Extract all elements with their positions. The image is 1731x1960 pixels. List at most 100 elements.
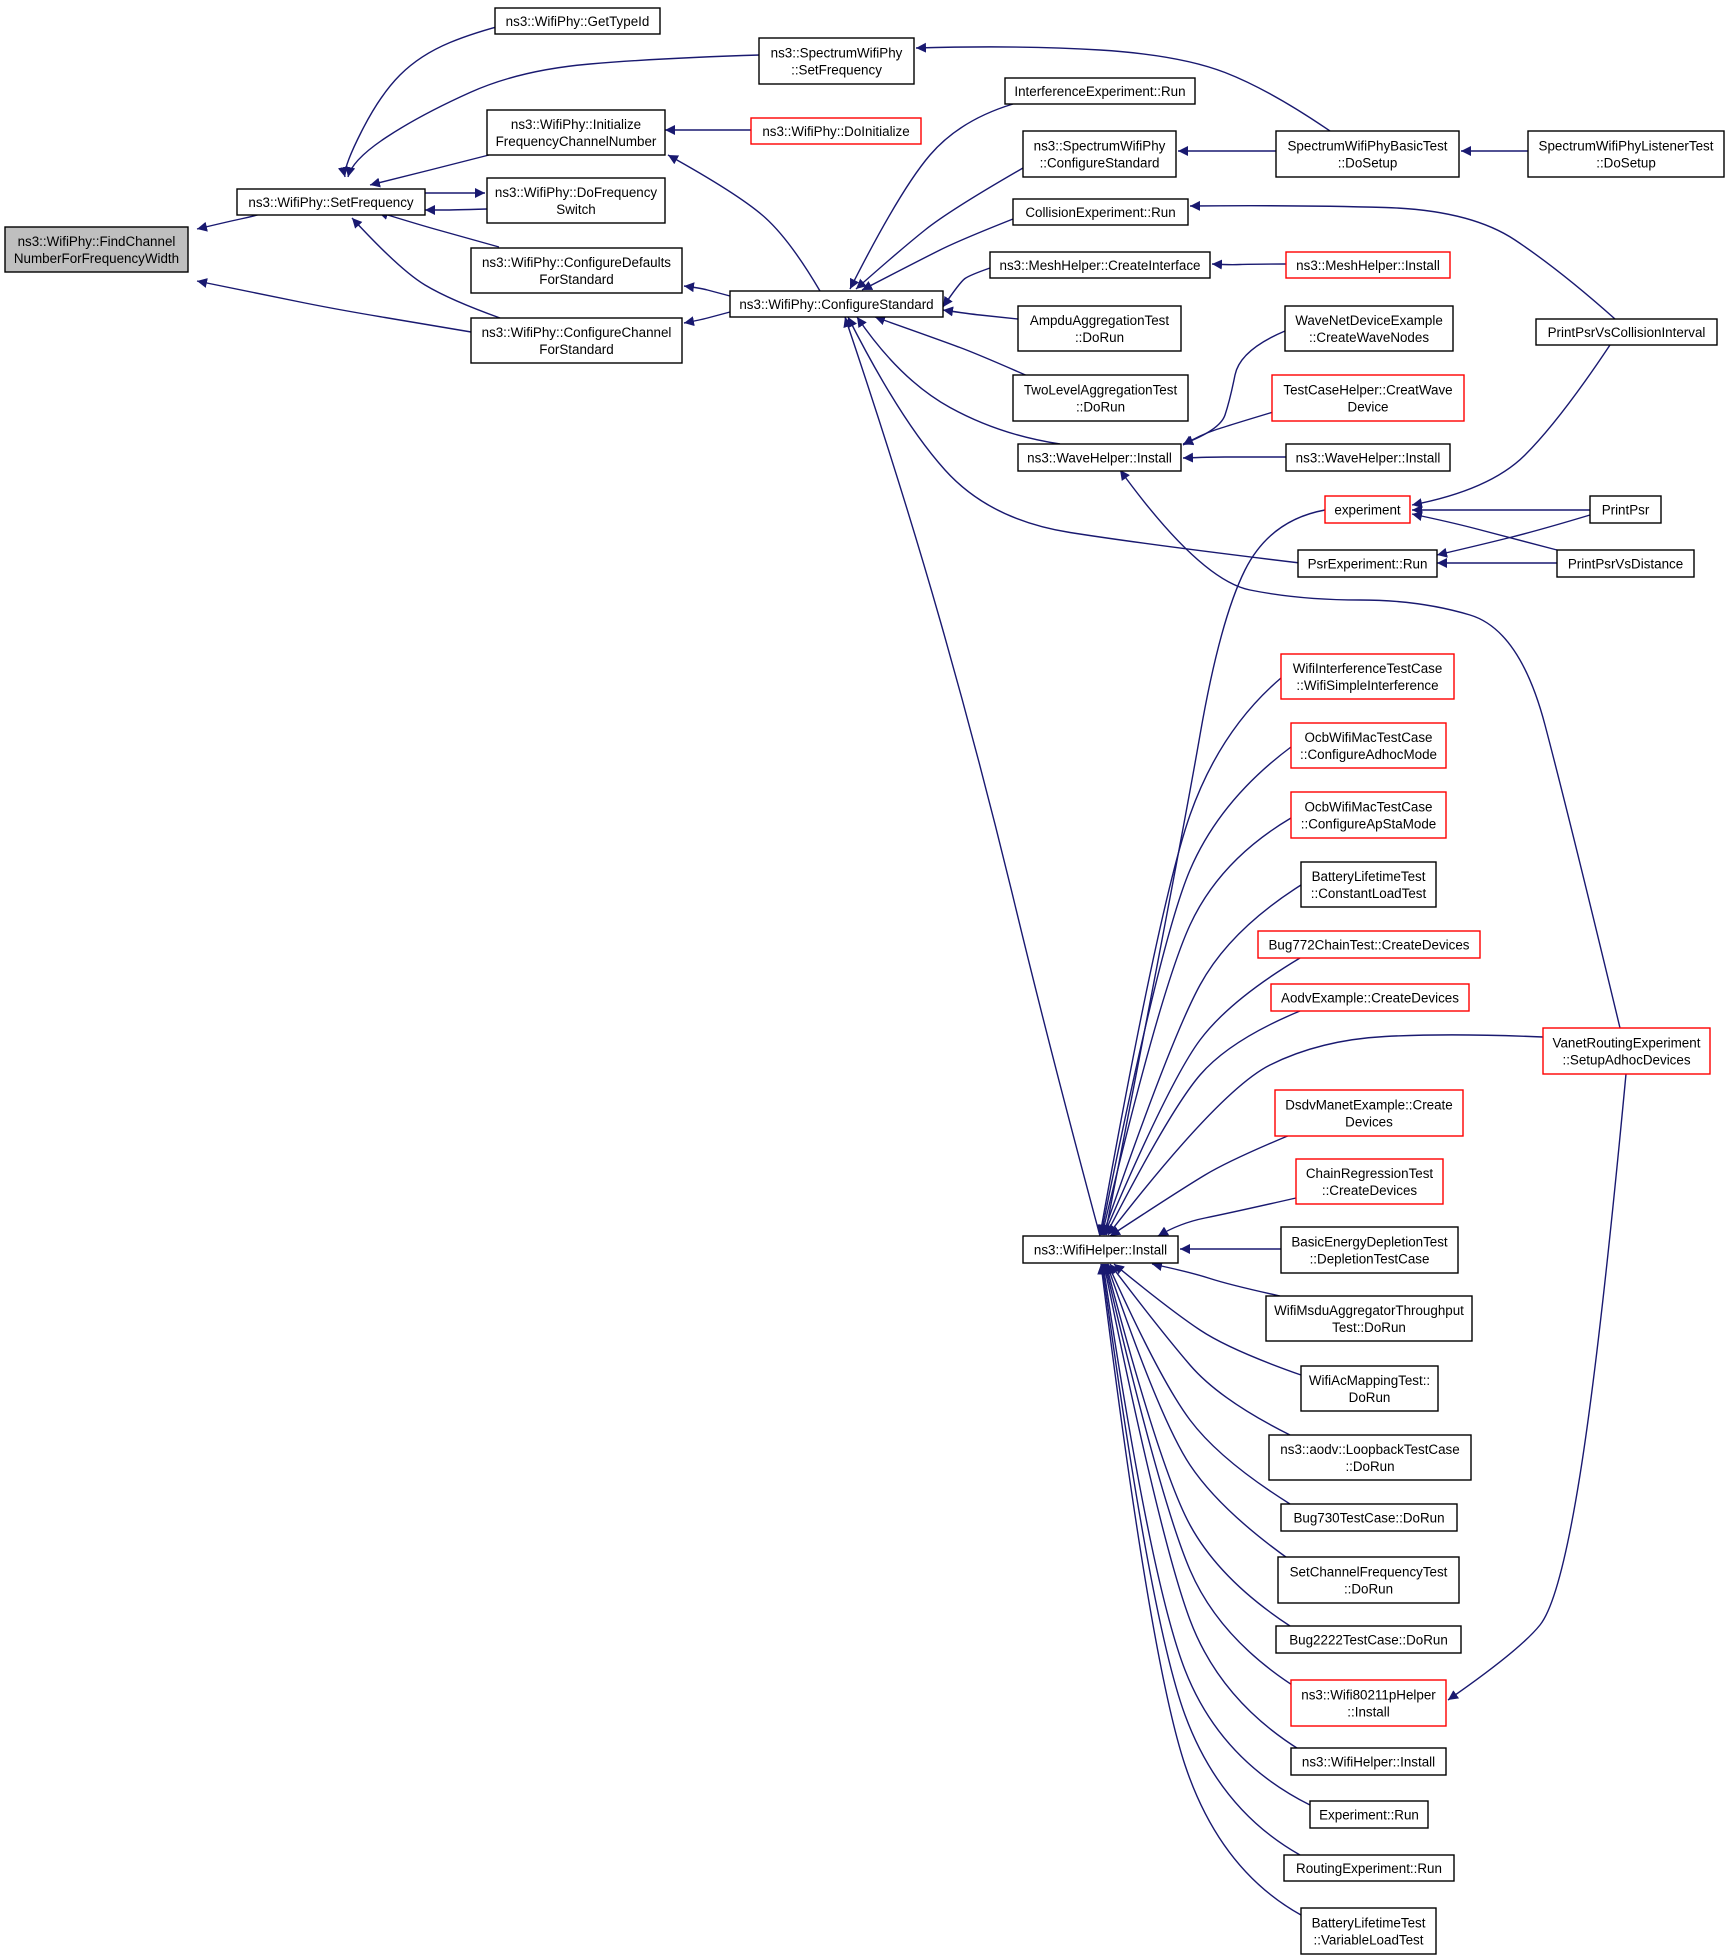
node-get-type-id[interactable]: ns3::WifiPhy::GetTypeId [494,7,661,35]
call-edge-ac_mapping-to-wifi_helper_install [1113,1263,1302,1376]
node-do-initialize[interactable]: ns3::WifiPhy::DoInitialize [750,117,922,145]
node-wifi-interference-test[interactable]: WifiInterferenceTestCase::WifiSimpleInte… [1280,653,1455,700]
node-label: ChainRegressionTest [1306,1166,1434,1181]
node-label: ::DoRun [1075,330,1124,345]
node-box [1290,1679,1447,1727]
node-collision-run[interactable]: CollisionExperiment::Run [1012,198,1189,226]
node-wifi80211p[interactable]: ns3::Wifi80211pHelper::Install [1290,1679,1447,1727]
call-edge-mesh_create_interface-to-configure_standard [942,267,991,308]
node-spectrum-set-frequency[interactable]: ns3::SpectrumWifiPhy::SetFrequency [758,37,915,85]
call-edge-initialize_freq-to-set_frequency [369,154,490,188]
call-edge-print_psr-to-psr_run [1436,514,1591,558]
node-experiment-run[interactable]: Experiment::Run [1309,1800,1429,1829]
call-edge-wave_helper_install2-to-wave_helper_install [1182,452,1287,463]
node-wifi-helper-install[interactable]: ns3::WifiHelper::Install [1022,1235,1179,1264]
node-label: RoutingExperiment::Run [1296,1861,1442,1876]
node-label: ns3::WifiPhy::DoFrequency [495,185,658,200]
node-box [1274,1089,1464,1137]
node-ocb-apsta[interactable]: OcbWifiMacTestCase::ConfigureApStaMode [1290,791,1447,839]
call-edge-test_case_helper-to-wave_helper_install [1182,409,1281,446]
node-box [1257,930,1481,959]
node-box [989,251,1211,279]
node-battery-constant[interactable]: BatteryLifetimeTest::ConstantLoadTest [1300,861,1437,908]
node-label: ::CreateDevices [1322,1183,1418,1198]
node-label: WaveNetDeviceExample [1295,313,1443,328]
node-print-psr-vs-distance[interactable]: PrintPsrVsDistance [1556,549,1695,578]
call-edge-spectrum_set_frequency-to-set_frequency [345,54,761,178]
node-psr-run[interactable]: PsrExperiment::Run [1297,549,1438,578]
call-edge-wave_net_device-to-wave_helper_install [1182,330,1286,446]
node-box [1309,1800,1429,1829]
node-box [1017,443,1182,472]
node-label: ns3::MeshHelper::CreateInterface [1000,258,1201,273]
node-aodv-example[interactable]: AodvExample::CreateDevices [1270,983,1470,1012]
node-basic-energy[interactable]: BasicEnergyDepletionTest::DepletionTestC… [1280,1226,1459,1274]
node-print-psr-vs-collision[interactable]: PrintPsrVsCollisionInterval [1535,318,1718,346]
node-mesh-install[interactable]: ns3::MeshHelper::Install [1285,251,1451,279]
node-ocb-adhoc[interactable]: OcbWifiMacTestCase::ConfigureAdhocMode [1290,722,1447,769]
node-wave-helper-install[interactable]: ns3::WaveHelper::Install [1017,443,1182,472]
node-two-level-test[interactable]: TwoLevelAggregationTest::DoRun [1012,374,1189,422]
node-label: ns3::WifiPhy::DoInitialize [762,124,909,139]
node-interference-run[interactable]: InterferenceExperiment::Run [1004,77,1196,105]
node-vanet-routing[interactable]: VanetRoutingExperiment::SetupAdhocDevice… [1542,1027,1711,1075]
node-box [1295,1158,1444,1205]
node-box [1589,495,1662,524]
node-box [1300,1907,1437,1955]
node-box [1004,77,1196,105]
node-label: VanetRoutingExperiment [1553,1036,1701,1051]
node-spectrum-listener-test[interactable]: SpectrumWifiPhyListenerTest::DoSetup [1527,130,1725,178]
node-bug2222[interactable]: Bug2222TestCase::DoRun [1275,1625,1462,1654]
call-edge-vanet_routing-to-wave_helper_install [1119,469,1621,1029]
node-set-frequency[interactable]: ns3::WifiPhy::SetFrequency [236,188,426,216]
node-routing-run[interactable]: RoutingExperiment::Run [1283,1854,1455,1882]
node-box [4,226,189,273]
node-label: Device [1348,400,1389,415]
node-initialize-freq[interactable]: ns3::WifiPhy::InitializeFrequencyChannel… [486,109,666,156]
call-edge-aodv_loopback-to-wifi_helper_install [1109,1263,1291,1436]
node-dsdv-manet[interactable]: DsdvManetExample::CreateDevices [1274,1089,1464,1137]
node-box [1535,318,1718,346]
node-spectrum-configure-standard[interactable]: ns3::SpectrumWifiPhy::ConfigureStandard [1022,130,1177,178]
call-edge-interference_run-to-configure_standard [849,103,1014,290]
node-box [729,290,944,318]
node-wifi-helper-install2[interactable]: ns3::WifiHelper::Install [1290,1747,1447,1776]
node-find-channel[interactable]: ns3::WifiPhy::FindChannelNumberForFreque… [4,226,189,273]
node-configure-standard[interactable]: ns3::WifiPhy::ConfigureStandard [729,290,944,318]
node-label: CollisionExperiment::Run [1025,205,1175,220]
node-label: ForStandard [539,342,613,357]
node-configure-channel[interactable]: ns3::WifiPhy::ConfigureChannelForStandar… [470,317,683,364]
node-set-channel-freq-test[interactable]: SetChannelFrequencyTest::DoRun [1277,1556,1460,1604]
call-edge-get_type_id-to-set_frequency [337,18,529,178]
node-experiment[interactable]: experiment [1324,495,1411,524]
node-wave-net-device[interactable]: WaveNetDeviceExample::CreateWaveNodes [1284,305,1454,352]
node-label: DsdvManetExample::Create [1285,1098,1452,1113]
node-chain-regression[interactable]: ChainRegressionTest::CreateDevices [1295,1158,1444,1205]
node-aodv-loopback[interactable]: ns3::aodv::LoopbackTestCase::DoRun [1268,1434,1472,1481]
node-box [1017,305,1182,352]
call-edge-two_level_test-to-configure_standard [874,315,1031,378]
node-box [1285,251,1451,279]
node-label: TestCaseHelper::CreatWave [1283,383,1452,398]
node-label: WifiAcMappingTest:: [1309,1373,1430,1388]
node-bug772[interactable]: Bug772ChainTest::CreateDevices [1257,930,1481,959]
node-ampdu-test[interactable]: AmpduAggregationTest::DoRun [1017,305,1182,352]
node-spectrum-basic-test[interactable]: SpectrumWifiPhyBasicTest::DoSetup [1275,130,1460,178]
node-ac-mapping[interactable]: WifiAcMappingTest::DoRun [1300,1365,1439,1412]
call-edge-set_frequency-to-find_channel [196,213,262,232]
node-bug730[interactable]: Bug730TestCase::DoRun [1280,1503,1458,1532]
node-print-psr[interactable]: PrintPsr [1589,495,1662,524]
call-edge-ocb_apsta-to-wifi_helper_install [1099,817,1292,1236]
node-label: ::DepletionTestCase [1310,1252,1430,1267]
node-label: WifiMsduAggregatorThroughput [1274,1303,1464,1318]
node-configure-defaults[interactable]: ns3::WifiPhy::ConfigureDefaultsForStanda… [470,247,683,294]
node-label: ns3::WifiPhy::FindChannel [18,234,176,249]
node-mesh-create-interface[interactable]: ns3::MeshHelper::CreateInterface [989,251,1211,279]
call-edge-mesh_install-to-mesh_create_interface [1211,259,1287,270]
call-edge-configure_channel-to-set_frequency [351,217,501,319]
node-wave-helper-install2[interactable]: ns3::WaveHelper::Install [1285,443,1451,472]
node-battery-variable[interactable]: BatteryLifetimeTest::VariableLoadTest [1300,1907,1437,1955]
